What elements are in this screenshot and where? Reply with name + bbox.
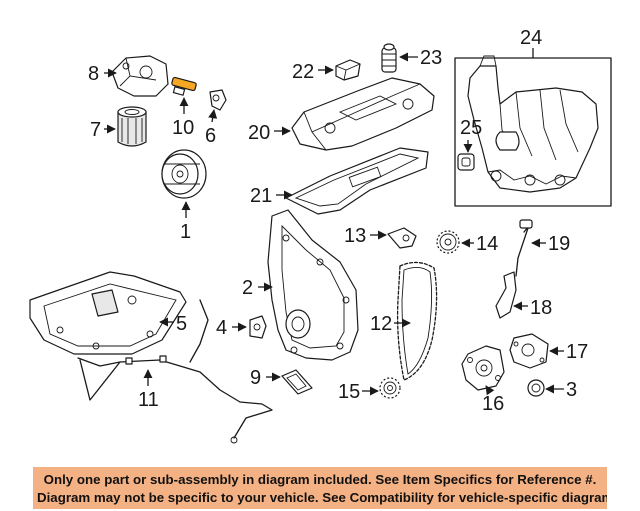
disclaimer-line-2: Diagram may not be specific to your vehi… — [37, 490, 607, 505]
callout-20: 20 — [248, 122, 270, 144]
disclaimer-line-1: Only one part or sub-assembly in diagram… — [43, 472, 597, 487]
part-timing-cover — [267, 209, 359, 361]
part-pcv-valve — [381, 43, 397, 73]
part-crankshaft-sprocket — [379, 377, 401, 399]
part-oil-filler-cap — [335, 59, 361, 81]
callout-12: 12 — [370, 313, 392, 335]
callout-7: 7 — [90, 119, 101, 141]
part-chain-guide — [495, 271, 517, 319]
part-timing-chain — [396, 261, 438, 381]
callout-10: 10 — [172, 117, 194, 139]
part-valve-cover-gasket — [285, 147, 429, 215]
callout-15: 15 — [338, 381, 360, 403]
callout-24: 24 — [520, 27, 542, 49]
part-oil-pump — [461, 345, 505, 391]
callout-16: 16 — [482, 393, 504, 415]
callout-2: 2 — [242, 277, 253, 299]
callout-9: 9 — [250, 367, 261, 389]
part-bracket — [249, 315, 267, 339]
callout-21: 21 — [250, 185, 272, 207]
part-oil-filter-housing — [111, 55, 169, 97]
part-oil-filter — [117, 106, 147, 147]
part-chain-tensioner — [387, 227, 417, 249]
callout-8: 8 — [88, 63, 99, 85]
callout-18: 18 — [530, 297, 552, 319]
callout-6: 6 — [205, 125, 216, 147]
part-valve-cover — [291, 77, 435, 151]
callout-1: 1 — [180, 221, 191, 243]
part-sensor-highlighted — [171, 76, 197, 96]
callout-4: 4 — [216, 317, 227, 339]
part-intake-gasket — [457, 153, 475, 171]
part-intake-manifold — [454, 48, 612, 207]
part-dipstick — [515, 219, 533, 277]
callout-5: 5 — [176, 313, 187, 335]
part-oil-pan — [29, 271, 187, 355]
disclaimer-banner: Only one part or sub-assembly in diagram… — [33, 467, 607, 509]
callout-14: 14 — [476, 233, 498, 255]
part-cover-gasket — [281, 369, 313, 395]
callout-19: 19 — [548, 233, 570, 255]
engine-parts-diagram: 8 10 6 7 1 22 23 — [29, 27, 612, 444]
callout-3: 3 — [566, 379, 577, 401]
part-wiring-harness — [77, 299, 273, 444]
part-sensor — [209, 89, 227, 111]
part-crankshaft-pulley — [161, 149, 207, 199]
part-cover-plate — [509, 333, 549, 369]
part-seal-ring — [527, 379, 545, 397]
callout-23: 23 — [420, 47, 442, 69]
callout-22: 22 — [292, 61, 314, 83]
callout-13: 13 — [344, 225, 366, 247]
part-camshaft-sprocket — [436, 230, 460, 254]
callout-17: 17 — [566, 341, 588, 363]
callout-11: 11 — [138, 389, 159, 411]
callout-25: 25 — [460, 117, 482, 139]
